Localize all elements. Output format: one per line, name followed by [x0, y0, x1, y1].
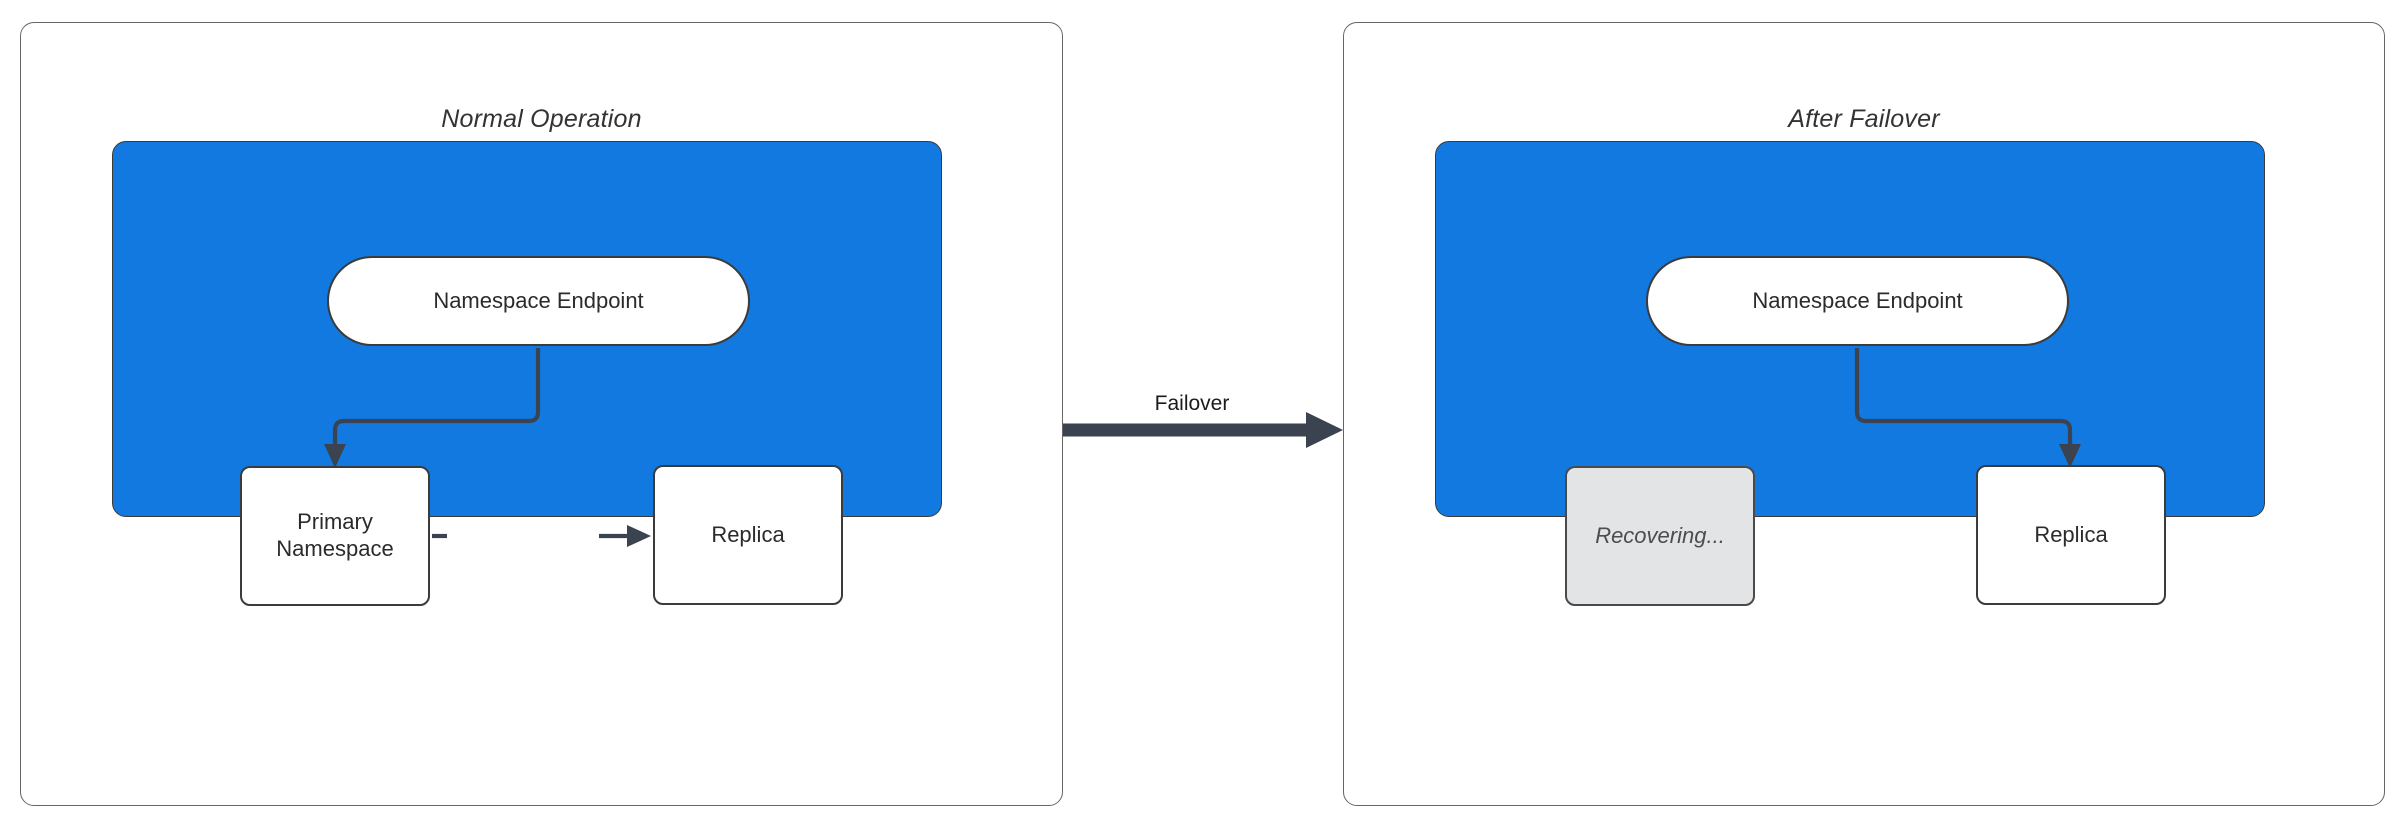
failover-label: Failover: [1154, 392, 1230, 415]
node-replica-failover[interactable]: Replica: [1976, 465, 2166, 605]
failover-arrow: [1063, 412, 1343, 448]
node-primary-namespace[interactable]: Primary Namespace: [240, 466, 430, 606]
node-namespace-endpoint-normal[interactable]: Namespace Endpoint: [327, 256, 750, 346]
node-label: Namespace Endpoint: [1752, 287, 1963, 313]
node-label-line2: Namespace: [276, 536, 394, 561]
node-namespace-endpoint-failover[interactable]: Namespace Endpoint: [1646, 256, 2069, 346]
node-label: Replica: [2034, 521, 2108, 547]
node-label: Primary Namespace: [276, 509, 393, 563]
node-label: Recovering...: [1595, 522, 1725, 548]
node-recovering[interactable]: Recovering...: [1565, 466, 1755, 606]
node-label-line1: Primary: [297, 509, 373, 535]
node-replica-normal[interactable]: Replica: [653, 465, 843, 605]
panel-title-after-failover: After Failover: [1788, 105, 1940, 133]
node-label: Replica: [711, 521, 785, 547]
edge-label-data-replication: Data Replication: [449, 529, 583, 548]
panel-title-normal-operation: Normal Operation: [441, 105, 642, 133]
node-label: Namespace Endpoint: [433, 287, 644, 313]
failover-arrow-head: [1306, 412, 1343, 448]
